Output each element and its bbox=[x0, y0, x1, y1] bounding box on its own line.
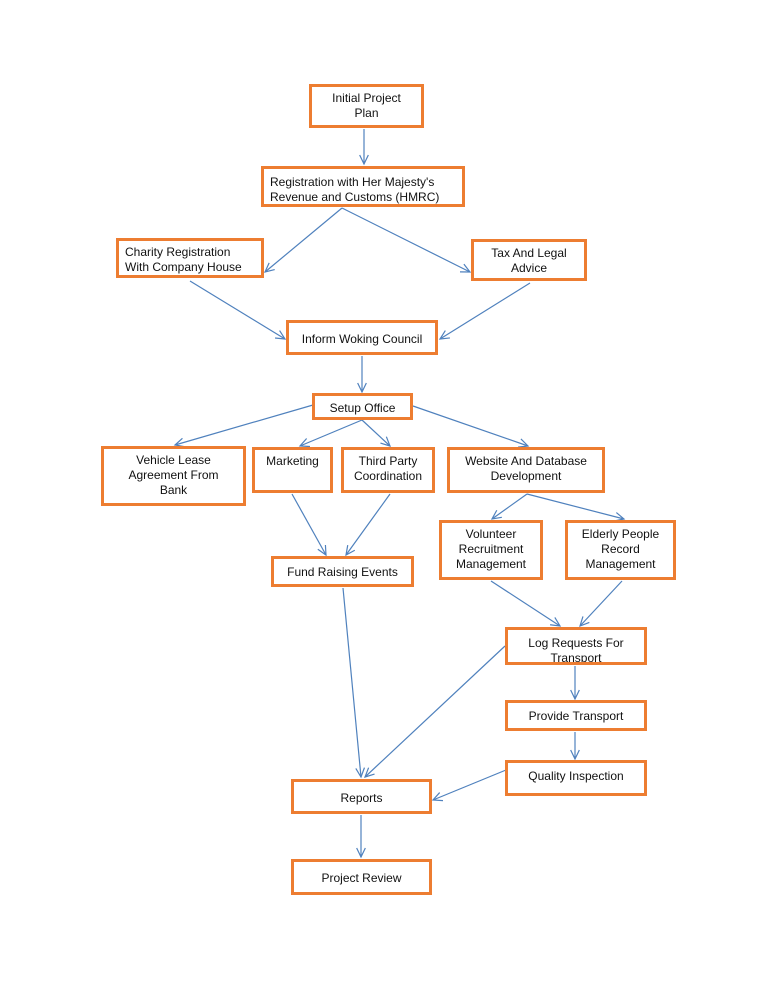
node-tax-legal-advice: Tax And Legal Advice bbox=[471, 239, 587, 281]
node-project-review: Project Review bbox=[291, 859, 432, 895]
arrow-log-to-provide bbox=[570, 666, 580, 701]
arrow-setup-to-marketing bbox=[298, 419, 363, 448]
arrow-registration-to-tax bbox=[341, 207, 472, 273]
node-reports: Reports bbox=[291, 779, 432, 814]
node-elderly-people-record: Elderly People Record Management bbox=[565, 520, 676, 580]
node-setup-office: Setup Office bbox=[312, 393, 413, 420]
node-website-database-development: Website And Database Development bbox=[447, 447, 605, 493]
arrow-volunteer-to-log bbox=[490, 580, 562, 627]
arrow-reports-to-review bbox=[356, 815, 366, 859]
node-vehicle-lease: Vehicle Lease Agreement From Bank bbox=[101, 446, 246, 506]
arrow-setup-to-thirdparty bbox=[361, 419, 392, 447]
arrow-plan-to-registration bbox=[359, 129, 369, 166]
arrow-quality-to-reports bbox=[431, 769, 507, 802]
arrow-council-to-setup bbox=[357, 356, 367, 394]
node-quality-inspection: Quality Inspection bbox=[505, 760, 647, 796]
node-provide-transport: Provide Transport bbox=[505, 700, 647, 731]
arrow-registration-to-charity bbox=[263, 207, 343, 273]
node-registration-hmrc: Registration with Her Majesty's Revenue … bbox=[261, 166, 465, 207]
arrow-charity-to-council bbox=[189, 280, 287, 340]
node-third-party-coordination: Third Party Coordination bbox=[341, 447, 435, 493]
node-log-requests-transport: Log Requests For Transport bbox=[505, 627, 647, 665]
arrow-marketing-to-fundraising bbox=[291, 493, 327, 557]
node-charity-registration: Charity Registration With Company House bbox=[116, 238, 264, 278]
arrow-setup-to-website bbox=[412, 405, 530, 448]
arrow-tax-to-council bbox=[438, 282, 531, 340]
arrow-website-to-volunteer bbox=[490, 493, 528, 520]
arrow-fundraising-to-reports bbox=[342, 587, 366, 779]
arrow-setup-to-vehicle bbox=[173, 404, 314, 448]
node-volunteer-recruitment: Volunteer Recruitment Management bbox=[439, 520, 543, 580]
arrow-log-to-reports bbox=[363, 645, 506, 778]
node-marketing: Marketing bbox=[252, 447, 333, 493]
arrow-provide-to-quality bbox=[570, 732, 580, 761]
node-fund-raising-events: Fund Raising Events bbox=[271, 556, 414, 587]
arrow-elderly-to-log bbox=[579, 580, 623, 628]
node-inform-woking-council: Inform Woking Council bbox=[286, 320, 438, 355]
arrow-website-to-elderly bbox=[526, 493, 626, 522]
node-initial-project-plan: Initial Project Plan bbox=[309, 84, 424, 128]
arrow-thirdparty-to-fundraising bbox=[345, 493, 391, 557]
